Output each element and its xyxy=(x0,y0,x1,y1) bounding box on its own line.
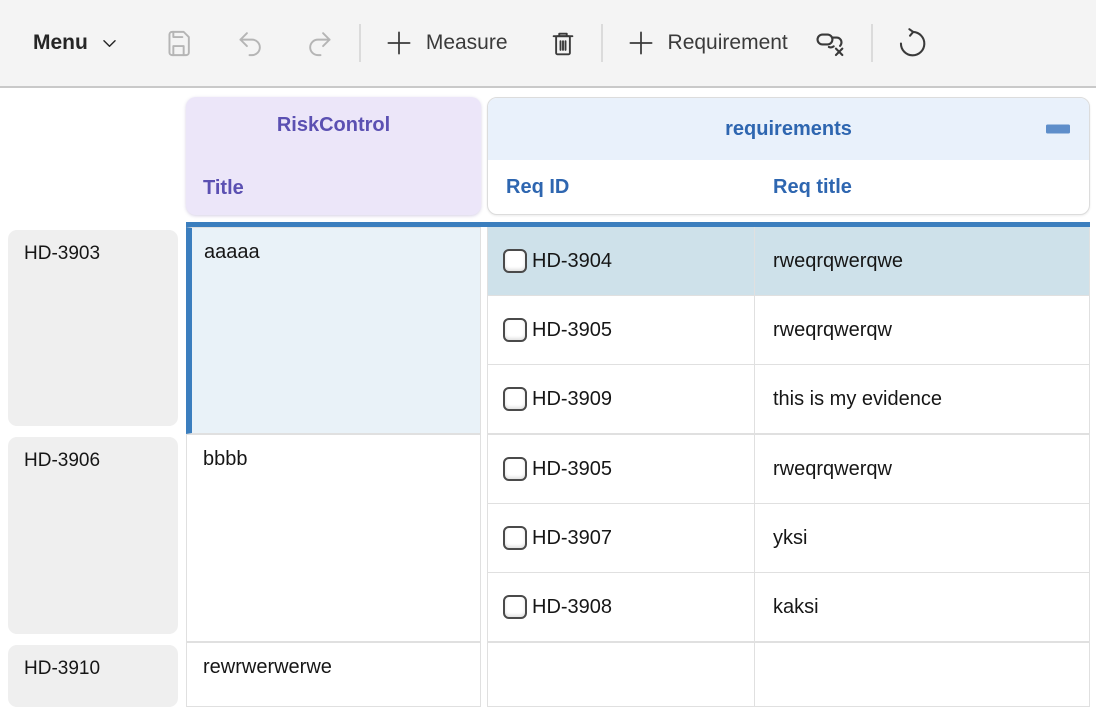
toolbar-separator xyxy=(870,24,873,62)
requirements-subheader: Req ID Req title xyxy=(488,160,1089,214)
chevron-down-icon xyxy=(103,39,116,47)
requirement-title-cell[interactable]: rweqrqwerqwe xyxy=(755,227,1089,295)
row-header-column: HD-3903 xyxy=(8,227,178,434)
requirement-title-cell[interactable]: this is my evidence xyxy=(755,365,1089,433)
requirement-id-cell xyxy=(488,643,755,706)
toolbar: Menu Measure Requirement xyxy=(0,0,1096,88)
requirement-id-cell[interactable]: HD-3905 xyxy=(488,296,755,364)
requirement-title-cell[interactable]: rweqrqwerqw xyxy=(755,296,1089,364)
requirement-row[interactable]: HD-3904 rweqrqwerqwe xyxy=(488,227,1089,296)
plus-icon xyxy=(629,31,653,55)
requirement-id: HD-3909 xyxy=(532,387,613,410)
requirement-id: HD-3904 xyxy=(532,249,613,272)
row-header[interactable]: HD-3906 xyxy=(8,437,178,634)
toolbar-separator xyxy=(600,24,603,62)
refresh-button[interactable] xyxy=(896,27,929,60)
trash-icon xyxy=(552,32,573,56)
title-cell[interactable]: bbbb xyxy=(186,434,481,642)
requirement-title-cell[interactable]: kaksi xyxy=(755,573,1089,641)
requirements-stack xyxy=(487,642,1090,707)
requirement-id-cell[interactable]: HD-3905 xyxy=(488,435,755,503)
risk-group-title: RiskControl xyxy=(276,114,391,136)
requirement-title-cell[interactable]: yksi xyxy=(755,504,1089,572)
selection-top-bar xyxy=(186,222,1090,227)
requirements-group-band: requirements xyxy=(488,98,1089,160)
title-cell[interactable]: rewrwerwerwe xyxy=(186,642,481,707)
requirement-id-cell[interactable]: HD-3904 xyxy=(488,227,755,295)
collapse-minus-icon[interactable] xyxy=(1046,124,1070,134)
requirement-row xyxy=(488,643,1089,707)
add-requirement-label: Requirement xyxy=(667,31,788,54)
delete-button[interactable] xyxy=(548,28,578,58)
requirement-checkbox[interactable] xyxy=(503,526,527,550)
redo-button[interactable] xyxy=(305,28,336,59)
risk-group-header: RiskControl Title xyxy=(186,97,481,215)
matrix-header: RiskControl Title requirements Req ID Re… xyxy=(8,97,1090,215)
add-requirement-button[interactable]: Requirement xyxy=(626,28,788,58)
add-measure-button[interactable]: Measure xyxy=(384,28,508,58)
requirement-row[interactable]: HD-3905 rweqrqwerqw xyxy=(488,296,1089,365)
row-id: HD-3910 xyxy=(24,658,101,679)
requirement-id-cell[interactable]: HD-3909 xyxy=(488,365,755,433)
requirement-checkbox[interactable] xyxy=(503,387,527,411)
requirement-title: rweqrqwerqw xyxy=(773,457,892,480)
menu-button[interactable]: Menu xyxy=(33,31,119,55)
toolbar-separator xyxy=(358,24,361,62)
title-cell[interactable]: aaaaa xyxy=(186,227,481,434)
title-text: rewrwerwerwe xyxy=(203,656,332,678)
req-id-column-title: Req ID xyxy=(506,175,570,198)
risk-column-title: Title xyxy=(203,177,244,199)
row-header[interactable]: HD-3910 xyxy=(8,645,178,707)
requirement-row[interactable]: HD-3907 yksi xyxy=(488,504,1089,573)
requirement-title: this is my evidence xyxy=(773,387,942,410)
requirement-row[interactable]: HD-3909 this is my evidence xyxy=(488,365,1089,434)
save-button[interactable] xyxy=(163,28,194,59)
requirement-title: rweqrqwerqw xyxy=(773,318,892,341)
unlink-button[interactable] xyxy=(814,26,848,60)
row-id: HD-3903 xyxy=(24,243,101,264)
requirement-title-cell[interactable]: rweqrqwerqw xyxy=(755,435,1089,503)
requirement-id-cell[interactable]: HD-3908 xyxy=(488,573,755,641)
requirement-row[interactable]: HD-3908 kaksi xyxy=(488,573,1089,642)
requirement-id: HD-3907 xyxy=(532,526,613,549)
requirement-title: yksi xyxy=(773,526,808,549)
requirements-group-title: requirements xyxy=(725,117,852,140)
title-text: bbbb xyxy=(203,448,248,470)
undo-button[interactable] xyxy=(234,28,265,59)
redo-icon xyxy=(309,31,331,56)
requirement-checkbox[interactable] xyxy=(503,595,527,619)
requirement-title-cell xyxy=(755,643,1089,706)
row-header-column: HD-3906 xyxy=(8,434,178,642)
refresh-icon xyxy=(899,27,926,56)
requirements-group-header: requirements Req ID Req title xyxy=(487,97,1090,215)
undo-icon xyxy=(239,31,261,56)
add-measure-label: Measure xyxy=(425,31,508,54)
requirement-title: rweqrqwerqwe xyxy=(773,249,904,272)
save-icon xyxy=(168,30,190,56)
row-id: HD-3906 xyxy=(24,450,101,471)
row-header-column: HD-3910 xyxy=(8,642,178,707)
requirement-id: HD-3905 xyxy=(532,318,613,341)
menu-label: Menu xyxy=(33,31,88,54)
requirement-id-cell[interactable]: HD-3907 xyxy=(488,504,755,572)
requirement-title: kaksi xyxy=(773,595,819,618)
traceability-matrix: RiskControl Title requirements Req ID Re… xyxy=(0,88,1096,711)
requirement-checkbox[interactable] xyxy=(503,318,527,342)
matrix-row: HD-3910 rewrwerwerwe xyxy=(8,642,1090,707)
unlink-icon xyxy=(816,33,844,57)
plus-icon xyxy=(387,31,411,55)
requirement-checkbox[interactable] xyxy=(503,457,527,481)
req-title-column-title: Req title xyxy=(773,175,852,198)
row-header[interactable]: HD-3903 xyxy=(8,230,178,426)
requirement-id: HD-3908 xyxy=(532,595,613,618)
requirement-row[interactable]: HD-3905 rweqrqwerqw xyxy=(488,435,1089,504)
requirement-id: HD-3905 xyxy=(532,457,613,480)
title-text: aaaaa xyxy=(204,241,260,263)
requirement-checkbox[interactable] xyxy=(503,249,527,273)
